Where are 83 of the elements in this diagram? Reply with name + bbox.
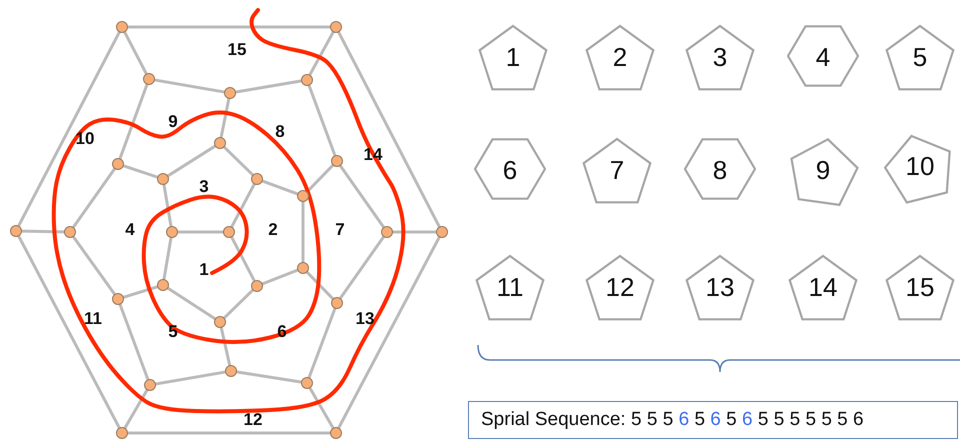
vertex-dot <box>381 226 393 238</box>
vertex-dot <box>297 262 309 274</box>
graph-edge <box>337 31 441 228</box>
graph-edge <box>123 389 149 429</box>
face-number: 4 <box>125 220 135 239</box>
vertex-dot <box>301 74 313 86</box>
graph-edge <box>220 327 232 366</box>
graph-edge <box>262 268 298 286</box>
graph-edge <box>162 237 173 280</box>
graph-edge <box>17 31 121 227</box>
vertex-dot <box>330 21 342 33</box>
face-number: 1 <box>199 260 209 279</box>
vertex-dot <box>301 377 313 389</box>
graph-edge <box>128 26 330 28</box>
vertex-dot <box>224 87 236 99</box>
face-number: 8 <box>275 122 285 141</box>
vertex-dot <box>157 173 169 185</box>
graph-edge <box>236 370 302 384</box>
face-number: 9 <box>168 112 178 131</box>
vertex-dot <box>144 379 156 391</box>
face-number: 11 <box>84 309 102 328</box>
vertex-dot <box>116 427 128 439</box>
vertex-dot <box>251 173 263 185</box>
graph-edge <box>162 184 173 227</box>
face-number: 15 <box>228 40 246 59</box>
graph-edge <box>306 164 334 194</box>
vertex-dot <box>214 137 226 149</box>
graph-edge <box>166 286 216 320</box>
vertex-dot <box>297 190 309 202</box>
vertex-dot <box>436 226 448 238</box>
graph-edge <box>72 236 116 296</box>
graph-edge <box>230 183 256 228</box>
graph-edge <box>72 168 116 228</box>
vertex-dot <box>157 279 169 291</box>
vertex-dot <box>10 225 22 237</box>
graph-edge <box>118 304 150 380</box>
face-number: 13 <box>356 309 374 328</box>
vertex-dot <box>251 280 263 292</box>
graph-edge <box>17 235 121 429</box>
graph-edge <box>220 98 230 138</box>
graph-edge <box>222 288 254 320</box>
graph-edge <box>128 432 330 434</box>
graph-edge <box>118 84 149 160</box>
graph-edge <box>262 180 298 196</box>
vertex-dot <box>112 293 124 305</box>
graph-edge <box>337 236 441 429</box>
face-number: 10 <box>76 129 94 148</box>
graph-edge <box>392 230 436 234</box>
graph-edge <box>230 236 256 282</box>
graph-edge <box>308 84 336 156</box>
vertex-dot <box>214 316 226 328</box>
graph-edge <box>154 78 225 94</box>
graph-edge <box>235 79 302 94</box>
graph-edge <box>308 387 335 429</box>
graph-edge <box>338 164 386 228</box>
face-number: 2 <box>268 220 278 239</box>
graph-edge <box>122 285 158 299</box>
graph-edge <box>123 31 148 75</box>
graph-edge <box>308 308 336 378</box>
face-number: 3 <box>199 177 209 196</box>
graph-edge <box>166 144 216 178</box>
vertex-dot <box>143 73 155 85</box>
graph-edge <box>122 164 158 179</box>
graph-edge <box>306 270 334 300</box>
graph-edge <box>338 236 386 300</box>
graph-edge <box>302 202 304 262</box>
graph-edge <box>308 31 335 76</box>
vertex-dot <box>112 158 124 170</box>
vertex-dot <box>64 226 76 238</box>
vertex-dot <box>116 21 128 33</box>
graph-edge <box>21 230 65 234</box>
face-number: 12 <box>244 410 262 429</box>
graph-edge <box>178 230 224 234</box>
face-number: 7 <box>335 220 345 239</box>
sequence-text-box: Sprial Sequence: 5 5 5 6 5 6 5 6 5 5 5 5 5 5 6 <box>468 401 958 439</box>
graph-edge <box>222 146 254 176</box>
graph-edge <box>155 370 226 386</box>
vertex-dot <box>166 226 178 238</box>
vertex-dot <box>225 365 237 377</box>
vertex-dot <box>331 155 343 167</box>
vertex-dot <box>331 297 343 309</box>
vertex-dot <box>330 427 342 439</box>
vertex-dot <box>223 226 235 238</box>
